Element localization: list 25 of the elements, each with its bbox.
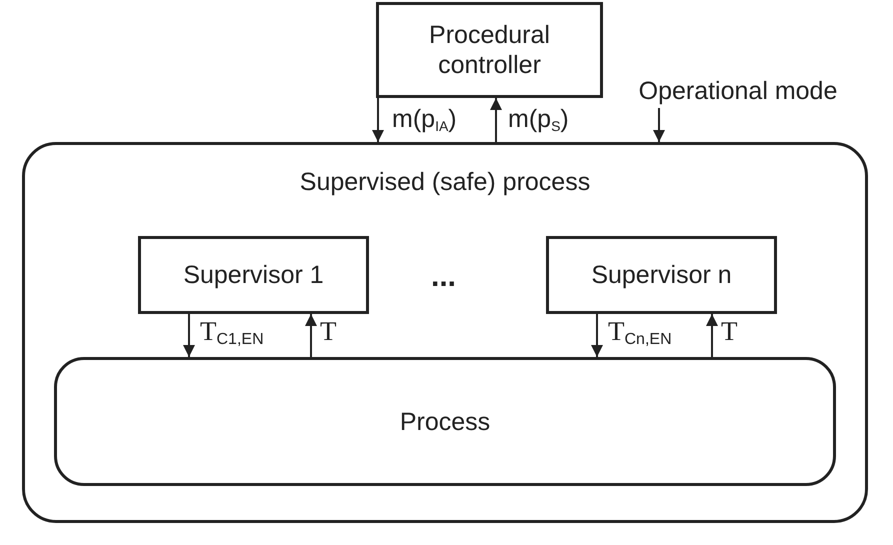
edge-label: m(p$_{IA}$): [392, 104, 457, 134]
node-label: Procedural controller: [428, 20, 551, 80]
node-label: Supervisor n: [591, 260, 732, 290]
arrow: [372, 98, 384, 142]
arrow: [305, 314, 317, 357]
node-label: Operational mode: [638, 76, 838, 106]
process-container: [22, 142, 868, 523]
controller-box: [376, 2, 603, 98]
node-label: Supervised (safe) process: [300, 167, 590, 197]
node-label: Process: [400, 406, 490, 436]
edge-label: T$_{Cn,EN}$: [608, 315, 672, 348]
edge-label: T$_{C1,EN}$: [200, 315, 264, 348]
arrow: [591, 314, 603, 357]
arrow: [706, 314, 718, 357]
edge-label: T: [320, 315, 336, 348]
supervisor-box: [546, 236, 777, 314]
edge-label: T: [721, 315, 738, 348]
node-label: Supervisor 1: [183, 260, 324, 290]
supervisor-box: [138, 236, 369, 314]
arrow: [653, 108, 665, 142]
arrow: [490, 98, 502, 142]
edge-label: m(p$_{S}$): [508, 104, 569, 134]
process-box: [54, 357, 836, 486]
arrow: [183, 314, 195, 357]
ellipsis-label: ...: [431, 262, 456, 292]
